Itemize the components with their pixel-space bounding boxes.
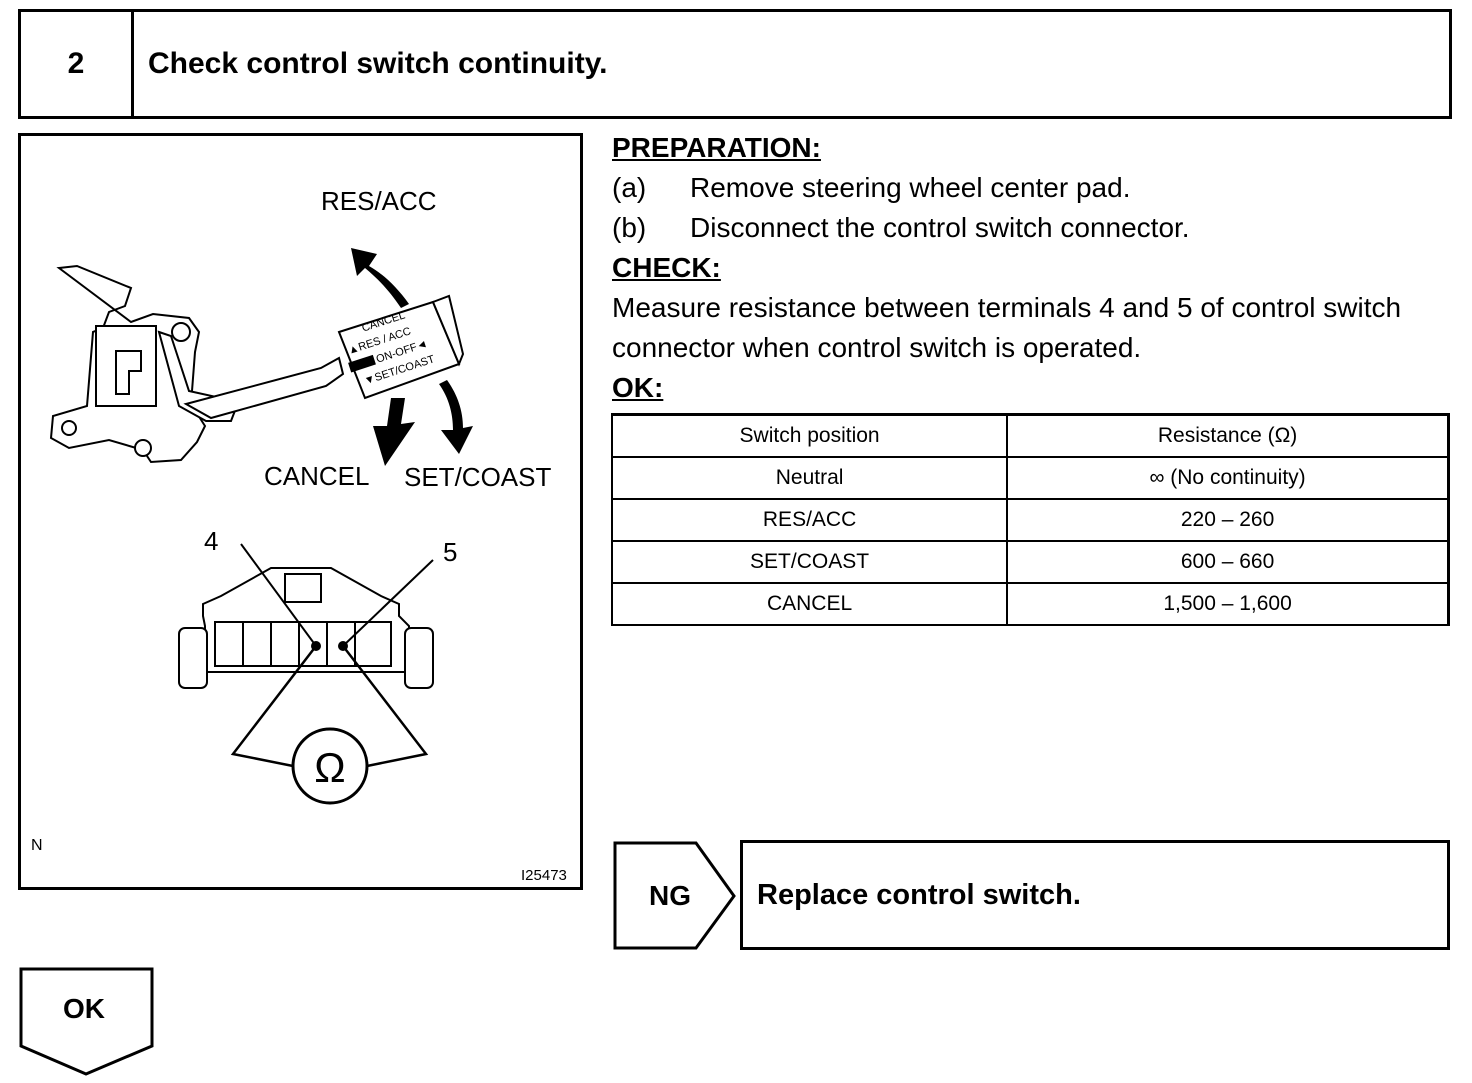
set-coast-arrow-icon [439, 380, 473, 454]
ng-branch-tag: NG [612, 840, 738, 950]
table-header-row: Switch position Resistance (Ω) [610, 413, 1451, 458]
res-acc-label: RES/ACC [321, 186, 437, 216]
step-number: 2 [21, 12, 134, 116]
step-header: 2 Check control switch continuity. [18, 9, 1452, 119]
table-row: SET/COAST 600 – 660 [610, 540, 1451, 584]
table-row: Neutral ∞ (No continuity) [610, 456, 1451, 500]
step-label: (a) [612, 172, 647, 203]
res-acc-arrow-icon [351, 248, 409, 308]
table-cell: ∞ (No continuity) [1006, 456, 1451, 500]
ng-action-text: Replace control switch. [757, 878, 1081, 911]
ohm-symbol: Ω [314, 744, 345, 791]
check-heading: CHECK: [612, 252, 721, 283]
step-title: Check control switch continuity. [148, 47, 608, 80]
illustration-svg: CANCEL ▲RES / ACC ON-OFF◄ ▼SET/COAST RES… [31, 186, 567, 884]
step-text: Disconnect the control switch connector. [690, 212, 1190, 243]
preparation-heading: PREPARATION: [612, 132, 821, 163]
preparation-step: (a) Remove steering wheel center pad. [612, 168, 1462, 208]
switch-assembly-drawing [49, 264, 465, 464]
ok-label: OK [63, 993, 105, 1024]
ng-action-box: Replace control switch. [740, 840, 1450, 950]
figure-id: I25473 [521, 867, 567, 884]
ok-heading: OK: [612, 372, 664, 403]
direction-arrows [351, 248, 473, 466]
step-text: Remove steering wheel center pad. [690, 172, 1131, 203]
set-coast-label: SET/COAST [404, 462, 551, 492]
table-cell: 600 – 660 [1006, 540, 1451, 584]
cancel-arrow-icon [373, 398, 415, 466]
ok-branch-tag: OK [18, 966, 158, 1078]
instructions: PREPARATION: (a) Remove steering wheel c… [612, 128, 1462, 408]
ng-label: NG [649, 880, 691, 911]
terminal-4-label: 4 [204, 526, 218, 556]
preparation-step: (b) Disconnect the control switch connec… [612, 208, 1462, 248]
table-cell: 1,500 – 1,600 [1006, 582, 1451, 626]
ohmmeter-icon [291, 727, 369, 805]
cancel-label: CANCEL [264, 461, 369, 491]
check-text-line-1: Measure resistance between terminals 4 a… [612, 292, 1402, 323]
connector-drawing [178, 567, 434, 689]
check-text-line-2: connector when control switch is operate… [612, 332, 1142, 363]
terminal-5-label: 5 [443, 537, 457, 567]
table-cell: RES/ACC [610, 498, 1009, 542]
step-label: (b) [612, 212, 647, 243]
table-row: RES/ACC 220 – 260 [610, 498, 1451, 542]
table-cell: SET/COAST [610, 540, 1009, 584]
resistance-table: Switch position Resistance (Ω) Neutral ∞… [610, 413, 1451, 626]
corner-letter: N [31, 837, 43, 854]
table-cell: 220 – 260 [1006, 498, 1451, 542]
table-cell: Neutral [610, 456, 1009, 500]
column-header: Resistance (Ω) [1006, 413, 1451, 458]
table-cell: CANCEL [610, 582, 1009, 626]
switch-illustration: CANCEL ▲RES / ACC ON-OFF◄ ▼SET/COAST RES… [18, 133, 583, 890]
table-row: CANCEL 1,500 – 1,600 [610, 582, 1451, 626]
column-header: Switch position [610, 413, 1009, 458]
